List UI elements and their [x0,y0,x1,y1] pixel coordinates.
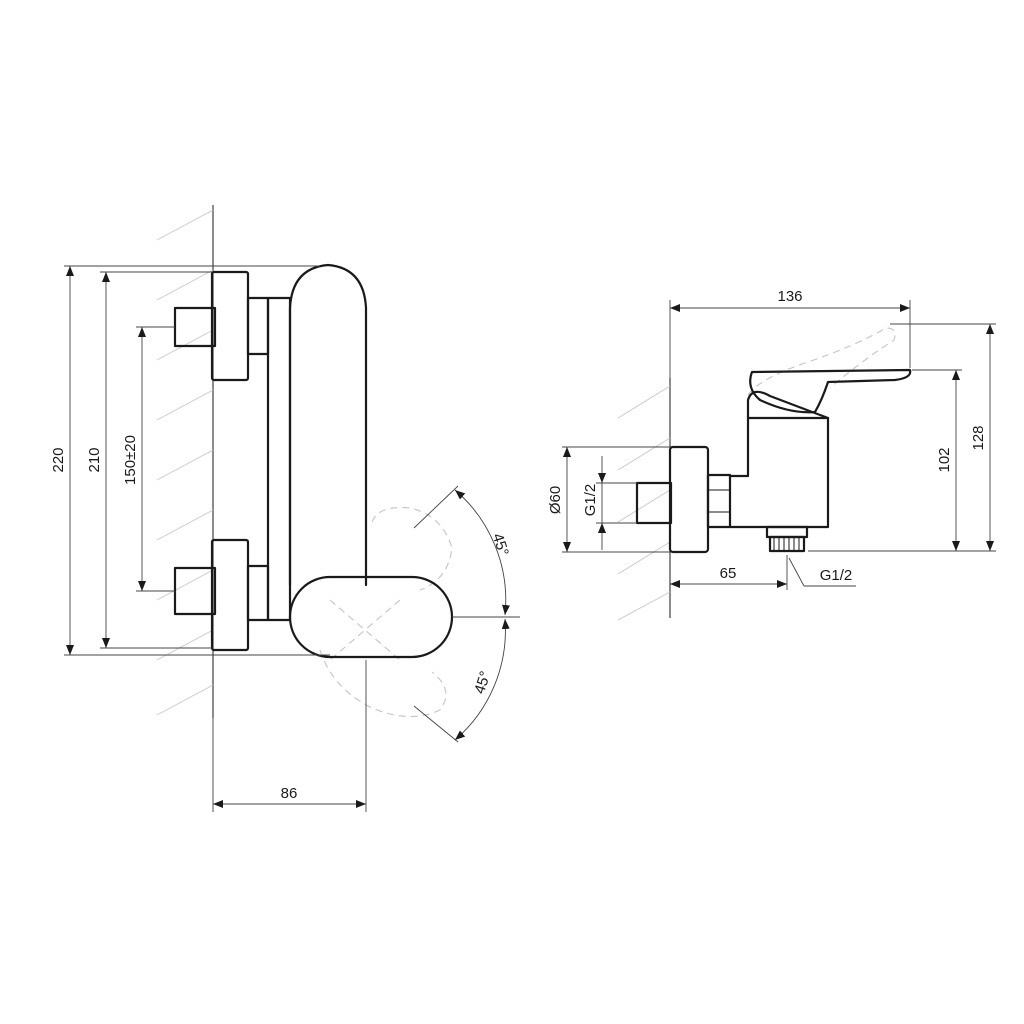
dim-128-label: 128 [970,425,987,450]
outlet-thread [765,525,809,553]
side-wall-hatch [617,378,671,621]
dim-65: 65 [670,555,788,590]
handle-raised-ghost [747,327,896,396]
dim-86: 86 [212,660,367,812]
dim-outlet-thread-label: G1/2 [820,567,853,584]
lower-s-union [173,538,270,652]
dim-102-label: 102 [936,447,953,472]
dim-65-label: 65 [720,565,737,582]
dim-210-label: 210 [86,447,103,472]
wall-flange [668,445,710,554]
lever [288,575,454,659]
side-body [728,390,830,529]
side-view: 136 128 102 65 G1/2 [547,288,996,621]
front-view: 220 210 150±20 86 [50,205,520,812]
dim-128: 128 [808,323,996,552]
dim-inlet-thread-label: G1/2 [582,484,599,517]
dim-136: 136 [669,288,911,378]
dim-flange-diameter: Ø60 [547,446,670,553]
dim-86-label: 86 [281,785,298,802]
dim-outlet-thread: G1/2 [788,557,856,587]
dim-210: 210 [86,271,212,649]
lever-rotation-ghosts [319,507,453,718]
mixer-body [266,263,368,622]
dim-102: 102 [912,369,962,551]
dim-inlet-thread: G1/2 [582,456,637,550]
dim-angle-45: 45° 45° [413,485,520,743]
dim-136-label: 136 [777,288,802,305]
upper-s-union [173,270,270,382]
dim-angle-45-bottom-label: 45° [471,669,494,696]
side-handle [749,368,912,414]
inlet-nipple [635,481,673,525]
dim-angle-45-top-label: 45° [489,531,512,558]
dim-220-label: 220 [50,447,67,472]
dim-flange-diameter-label: Ø60 [547,486,564,514]
dim-150-label: 150±20 [122,435,139,485]
wall-hatch [156,205,214,718]
dim-150: 150±20 [122,326,175,592]
dim-220: 220 [50,265,330,656]
union-nut [706,473,732,529]
